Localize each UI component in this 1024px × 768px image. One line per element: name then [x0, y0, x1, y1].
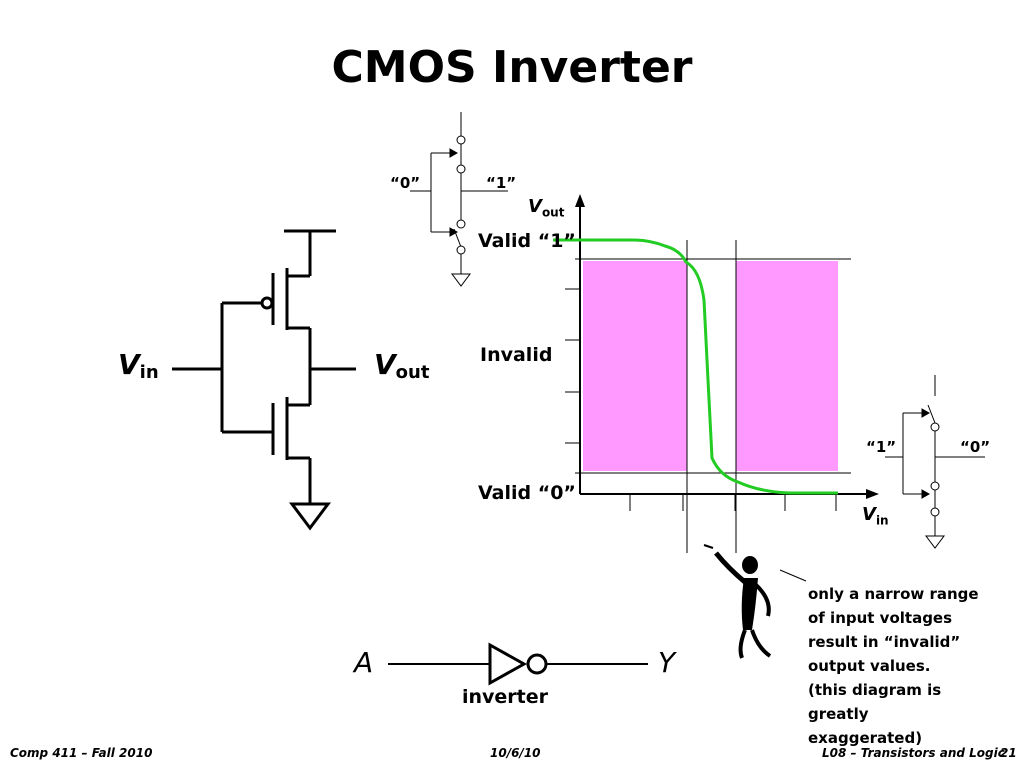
vin-label: Vin — [118, 348, 159, 383]
footer-lecture: L08 – Transistors and Logic — [822, 746, 1005, 760]
pointing-figure — [703, 544, 807, 659]
invalid-region-left — [583, 261, 687, 471]
invalid-label: Invalid — [480, 344, 553, 366]
x-axis-label: Vin — [862, 504, 889, 528]
note-line: only a narrow range — [808, 585, 979, 603]
note-line: (this diagram is — [808, 681, 942, 699]
annotation-note: only a narrow range of input voltages re… — [808, 582, 1008, 750]
note-line: result in “invalid” — [808, 633, 961, 651]
note-line: of input voltages — [808, 609, 953, 627]
valid-high-label: Valid “1” — [478, 230, 576, 252]
transfer-graph — [553, 194, 879, 553]
inverter-input-label: A — [354, 646, 374, 679]
vout-label: Vout — [374, 348, 430, 383]
switch-top-input-label: “0” — [390, 174, 421, 192]
gnd-triangle — [289, 502, 331, 531]
pmos-bubble — [260, 296, 274, 310]
switch-right-output-label: “0” — [960, 438, 991, 456]
x-axis-arrow — [866, 489, 879, 499]
valid-low-label: Valid “0” — [478, 482, 576, 504]
inverter-caption: inverter — [462, 686, 549, 708]
switch-model-right — [885, 375, 985, 549]
switch-model-top — [410, 112, 508, 287]
note-line: output values. — [808, 657, 931, 675]
transfer-curve — [553, 238, 838, 495]
footer-course: Comp 411 – Fall 2010 — [10, 746, 153, 760]
inverter-output-label: Y — [658, 646, 676, 679]
note-line: exaggerated) — [808, 729, 923, 747]
invalid-region-right — [736, 261, 838, 471]
cmos-schematic — [172, 229, 356, 531]
footer-page-number: 21 — [1000, 746, 1017, 760]
y-axis-label: Vout — [528, 196, 565, 220]
switch-right-input-label: “1” — [866, 438, 897, 456]
page-title: CMOS Inverter — [331, 42, 693, 93]
note-line: greatly — [808, 705, 869, 723]
switch-top-output-label: “1” — [486, 174, 517, 192]
y-axis-arrow — [575, 194, 585, 207]
inverter-symbol — [388, 642, 648, 686]
footer-date: 10/6/10 — [490, 746, 541, 760]
